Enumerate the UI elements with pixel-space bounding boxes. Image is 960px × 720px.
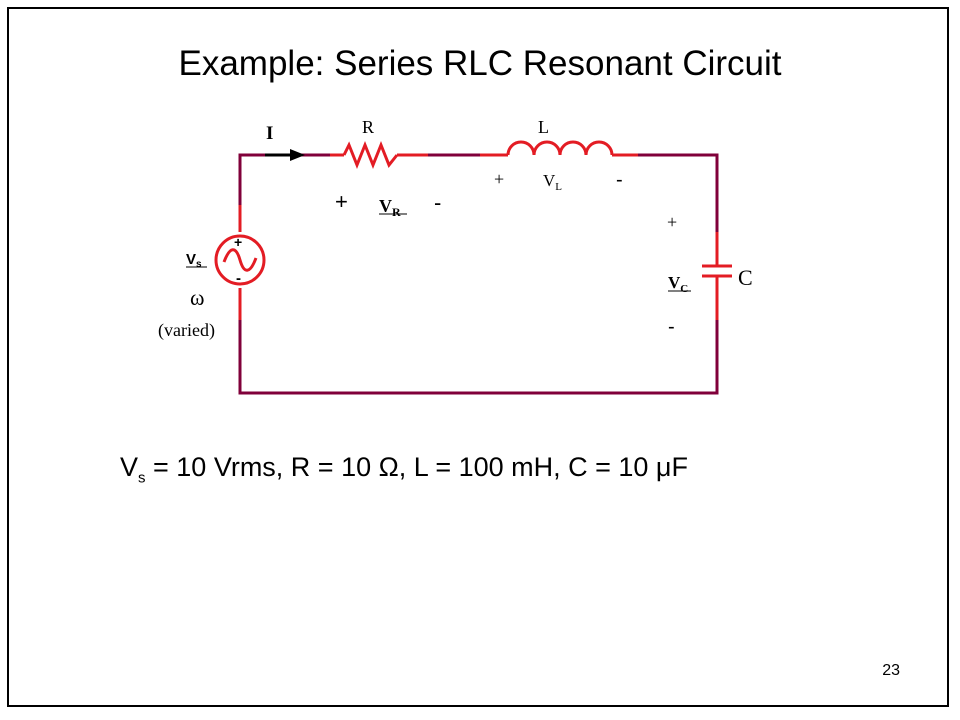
vc-label: VC xyxy=(668,273,688,295)
current-label: I xyxy=(266,123,273,144)
resistor-label: R xyxy=(362,117,374,137)
source-label: Vs xyxy=(186,251,202,270)
vr-label: VR xyxy=(379,196,401,219)
sine-wave-icon xyxy=(222,248,258,272)
source-plus: + xyxy=(234,234,242,250)
component-values-formula: Vs = 10 Vrms, R = 10 Ω, L = 100 mH, C = … xyxy=(120,452,688,487)
inductor-label: L xyxy=(538,117,549,137)
varied-label: (varied) xyxy=(158,320,215,341)
vr-plus: + xyxy=(335,189,348,214)
ac-source-symbol xyxy=(214,234,266,286)
vr-minus: - xyxy=(434,190,441,215)
circuit-wires xyxy=(238,153,719,395)
wire-left-top xyxy=(238,153,330,205)
wire-bottom xyxy=(238,320,719,395)
slide-border xyxy=(7,7,949,707)
capacitor-label: C xyxy=(738,265,753,290)
vc-plus: + xyxy=(667,212,677,232)
capacitor-symbol xyxy=(702,264,732,278)
source-minus: - xyxy=(236,270,241,287)
resistor-symbol xyxy=(342,140,399,170)
omega-label: ω xyxy=(190,285,204,310)
vl-minus: - xyxy=(616,169,623,191)
vl-plus: + xyxy=(494,169,504,189)
current-arrow-icon xyxy=(265,149,305,161)
slide-title: Example: Series RLC Resonant Circuit xyxy=(178,44,782,83)
page-number: 23 xyxy=(882,662,900,679)
vl-label: VL xyxy=(543,171,562,193)
wire-right xyxy=(638,153,719,232)
terminal-segments xyxy=(238,153,719,320)
vc-minus: - xyxy=(668,316,675,338)
inductor-symbol xyxy=(506,140,614,156)
